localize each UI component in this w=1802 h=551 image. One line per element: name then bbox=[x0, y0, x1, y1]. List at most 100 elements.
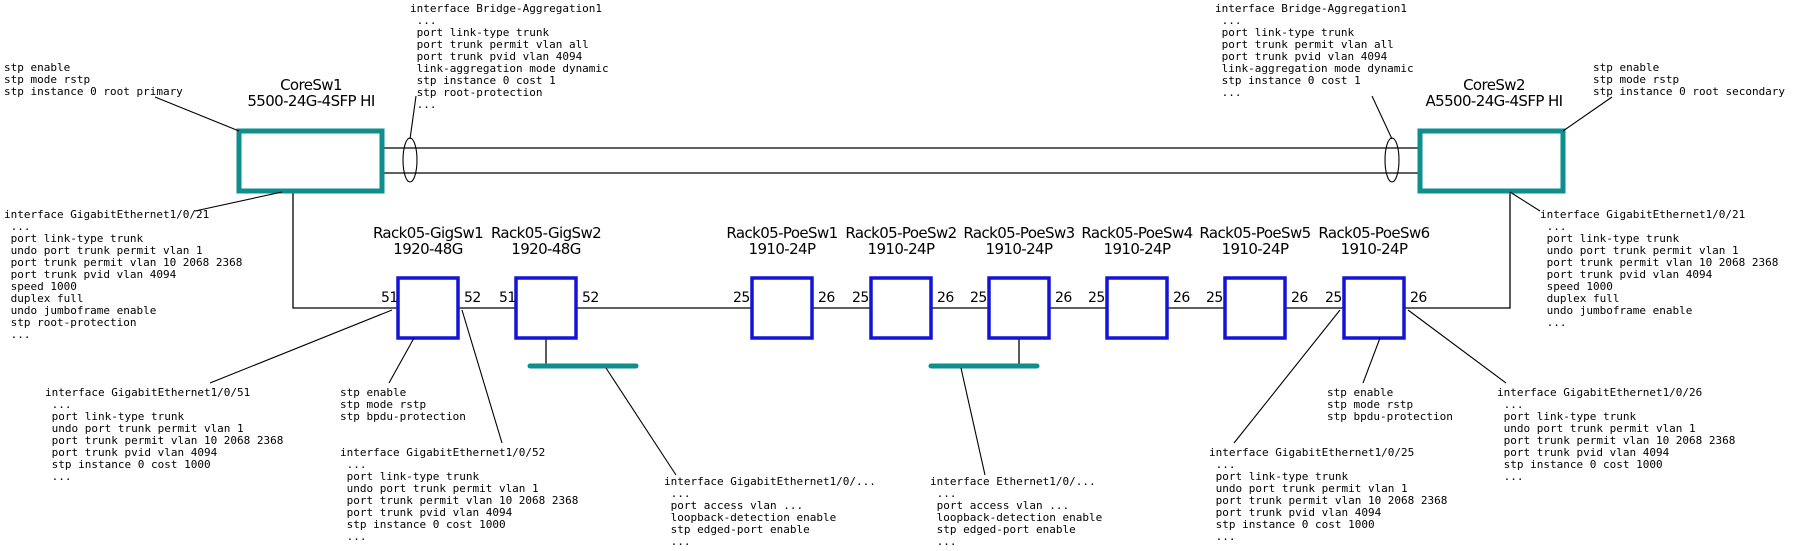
poesw6-port-right: 26 bbox=[1410, 290, 1427, 306]
note-line: speed 1000 bbox=[1540, 280, 1613, 293]
poesw6-model: 1910-24P bbox=[1341, 240, 1408, 258]
note-line: loopback-detection enable bbox=[930, 511, 1102, 524]
leader-core1-stp bbox=[154, 96, 240, 132]
note-line: ... bbox=[410, 14, 437, 27]
note-line: undo port trunk permit vlan 1 bbox=[1540, 244, 1739, 257]
access-switch-poesw3[interactable]: Rack05-PoeSw3 1910-24P 25 26 bbox=[963, 224, 1075, 340]
leader-core2-bagg bbox=[1371, 95, 1393, 140]
note-line: ... bbox=[340, 458, 367, 471]
note-line: stp instance 0 cost 1 bbox=[410, 74, 556, 87]
note-core2-ge21: interface GigabitEthernet1/0/21 ... port… bbox=[1540, 208, 1778, 329]
note-line: undo port trunk permit vlan 1 bbox=[4, 244, 203, 257]
leader-lines bbox=[154, 95, 1613, 476]
note-line: port trunk pvid vlan 4094 bbox=[1540, 268, 1713, 281]
note-line: ... bbox=[4, 220, 31, 233]
note-gigsw1-ge52: interface GigabitEthernet1/0/52 ... port… bbox=[340, 446, 578, 543]
gigsw1-name: Rack05-GigSw1 bbox=[373, 224, 483, 242]
poesw1-port-left: 25 bbox=[733, 290, 750, 306]
poesw4-port-left: 25 bbox=[1088, 290, 1105, 306]
note-line: port trunk permit vlan all bbox=[410, 38, 589, 51]
note-line: ... bbox=[1497, 398, 1524, 411]
note-core1-bridge-aggregation: interface Bridge-Aggregation1 ... port l… bbox=[410, 2, 609, 111]
note-line: stp edged-port enable bbox=[664, 523, 810, 536]
lag-marker-core1 bbox=[402, 137, 418, 183]
poesw6-name: Rack05-PoeSw6 bbox=[1318, 224, 1429, 242]
note-line: ... bbox=[930, 535, 957, 548]
note-line: ... bbox=[340, 530, 367, 543]
note-line: interface GigabitEthernet1/0/51 bbox=[45, 386, 250, 399]
leader-gigsw1-stp bbox=[388, 337, 415, 384]
note-line: port trunk permit vlan 10 2068 2368 bbox=[4, 256, 242, 269]
note-line: stp bpdu-protection bbox=[340, 410, 466, 423]
leader-poe-access bbox=[960, 367, 986, 476]
core-switch-1[interactable]: CoreSw1 5500-24G-4SFP HI bbox=[236, 76, 385, 194]
note-line: stp bpdu-protection bbox=[1327, 410, 1453, 423]
access-switch-poesw2[interactable]: Rack05-PoeSw2 1910-24P 25 26 bbox=[845, 224, 957, 340]
poesw3-model: 1910-24P bbox=[986, 240, 1053, 258]
core-switch-1-name: CoreSw1 bbox=[280, 76, 342, 94]
note-line: port link-type trunk bbox=[1215, 26, 1354, 39]
note-line: stp mode rstp bbox=[340, 398, 426, 411]
access-switch-poesw6[interactable]: Rack05-PoeSw6 1910-24P 25 26 bbox=[1318, 224, 1430, 340]
note-line: port link-type trunk bbox=[1497, 410, 1636, 423]
note-line: port link-type trunk bbox=[1540, 232, 1679, 245]
note-line: stp instance 0 cost 1000 bbox=[1497, 458, 1663, 471]
note-line: ... bbox=[1540, 220, 1567, 233]
access-switch-poesw1[interactable]: Rack05-PoeSw1 1910-24P 25 26 bbox=[726, 224, 838, 340]
note-line: undo port trunk permit vlan 1 bbox=[45, 422, 244, 435]
note-line: interface GigabitEthernet1/0/21 bbox=[1540, 208, 1745, 221]
note-line: ... bbox=[410, 98, 437, 111]
note-line: port link-type trunk bbox=[4, 232, 143, 245]
note-poe-access-interface: interface Ethernet1/0/... ... port acces… bbox=[930, 475, 1102, 548]
note-line: ... bbox=[1215, 14, 1242, 27]
note-line: ... bbox=[664, 487, 691, 500]
note-line: stp edged-port enable bbox=[930, 523, 1076, 536]
poesw4-name: Rack05-PoeSw4 bbox=[1081, 224, 1192, 242]
lag-marker-core2 bbox=[1384, 137, 1400, 183]
poesw5-model: 1910-24P bbox=[1222, 240, 1289, 258]
note-line: stp instance 0 cost 1000 bbox=[1209, 518, 1375, 531]
poesw5-port-left: 25 bbox=[1206, 290, 1223, 306]
note-line: port trunk pvid vlan 4094 bbox=[1215, 50, 1388, 63]
note-line: undo port trunk permit vlan 1 bbox=[1497, 422, 1696, 435]
leader-poesw6-stp bbox=[1362, 337, 1381, 384]
core-switch-2-name: CoreSw2 bbox=[1463, 76, 1525, 94]
note-line: interface GigabitEthernet1/0/... bbox=[664, 475, 876, 488]
note-core2-bridge-aggregation: interface Bridge-Aggregation1 ... port l… bbox=[1215, 2, 1414, 99]
note-line: port trunk permit vlan 10 2068 2368 bbox=[1209, 494, 1447, 507]
note-line: ... bbox=[1209, 530, 1236, 543]
poesw3-port-left: 25 bbox=[970, 290, 987, 306]
access-switch-gigsw2[interactable]: Rack05-GigSw2 1920-48G 51 52 bbox=[491, 224, 602, 340]
note-line: undo jumboframe enable bbox=[4, 304, 156, 317]
access-switch-poesw5[interactable]: Rack05-PoeSw5 1910-24P 25 26 bbox=[1199, 224, 1311, 340]
leader-core1-ge21 bbox=[194, 191, 283, 212]
note-line: port trunk pvid vlan 4094 bbox=[340, 506, 513, 519]
note-line: port link-type trunk bbox=[410, 26, 549, 39]
note-line: undo port trunk permit vlan 1 bbox=[340, 482, 539, 495]
note-line: ... bbox=[930, 487, 957, 500]
note-line: port trunk pvid vlan 4094 bbox=[4, 268, 177, 281]
note-line: port trunk pvid vlan 4094 bbox=[45, 446, 218, 459]
core-switch-2[interactable]: CoreSw2 A5500-24G-4SFP HI bbox=[1417, 76, 1566, 194]
poesw3-name: Rack05-PoeSw3 bbox=[963, 224, 1074, 242]
leader-gig-access bbox=[605, 367, 677, 476]
gigsw1-port-right: 52 bbox=[464, 290, 481, 306]
note-line: interface GigabitEthernet1/0/21 bbox=[4, 208, 209, 221]
leader-poesw6-ge25 bbox=[1233, 309, 1341, 444]
note-line: undo port trunk permit vlan 1 bbox=[1209, 482, 1408, 495]
access-switch-poesw4[interactable]: Rack05-PoeSw4 1910-24P 25 26 bbox=[1081, 224, 1193, 340]
poesw3-port-right: 26 bbox=[1055, 290, 1072, 306]
poesw1-name: Rack05-PoeSw1 bbox=[726, 224, 837, 242]
gigsw2-name: Rack05-GigSw2 bbox=[491, 224, 601, 242]
note-line: stp instance 0 cost 1000 bbox=[45, 458, 211, 471]
leader-gigsw1-ge52 bbox=[461, 309, 503, 444]
leader-core2-ge21 bbox=[1509, 191, 1541, 212]
note-line: stp mode rstp bbox=[1593, 73, 1679, 86]
leader-core2-stp bbox=[1562, 96, 1613, 132]
access-switch-gigsw1[interactable]: Rack05-GigSw1 1920-48G 51 52 bbox=[373, 224, 484, 340]
note-line: port access vlan ... bbox=[664, 499, 803, 512]
note-line: stp enable bbox=[340, 386, 406, 399]
